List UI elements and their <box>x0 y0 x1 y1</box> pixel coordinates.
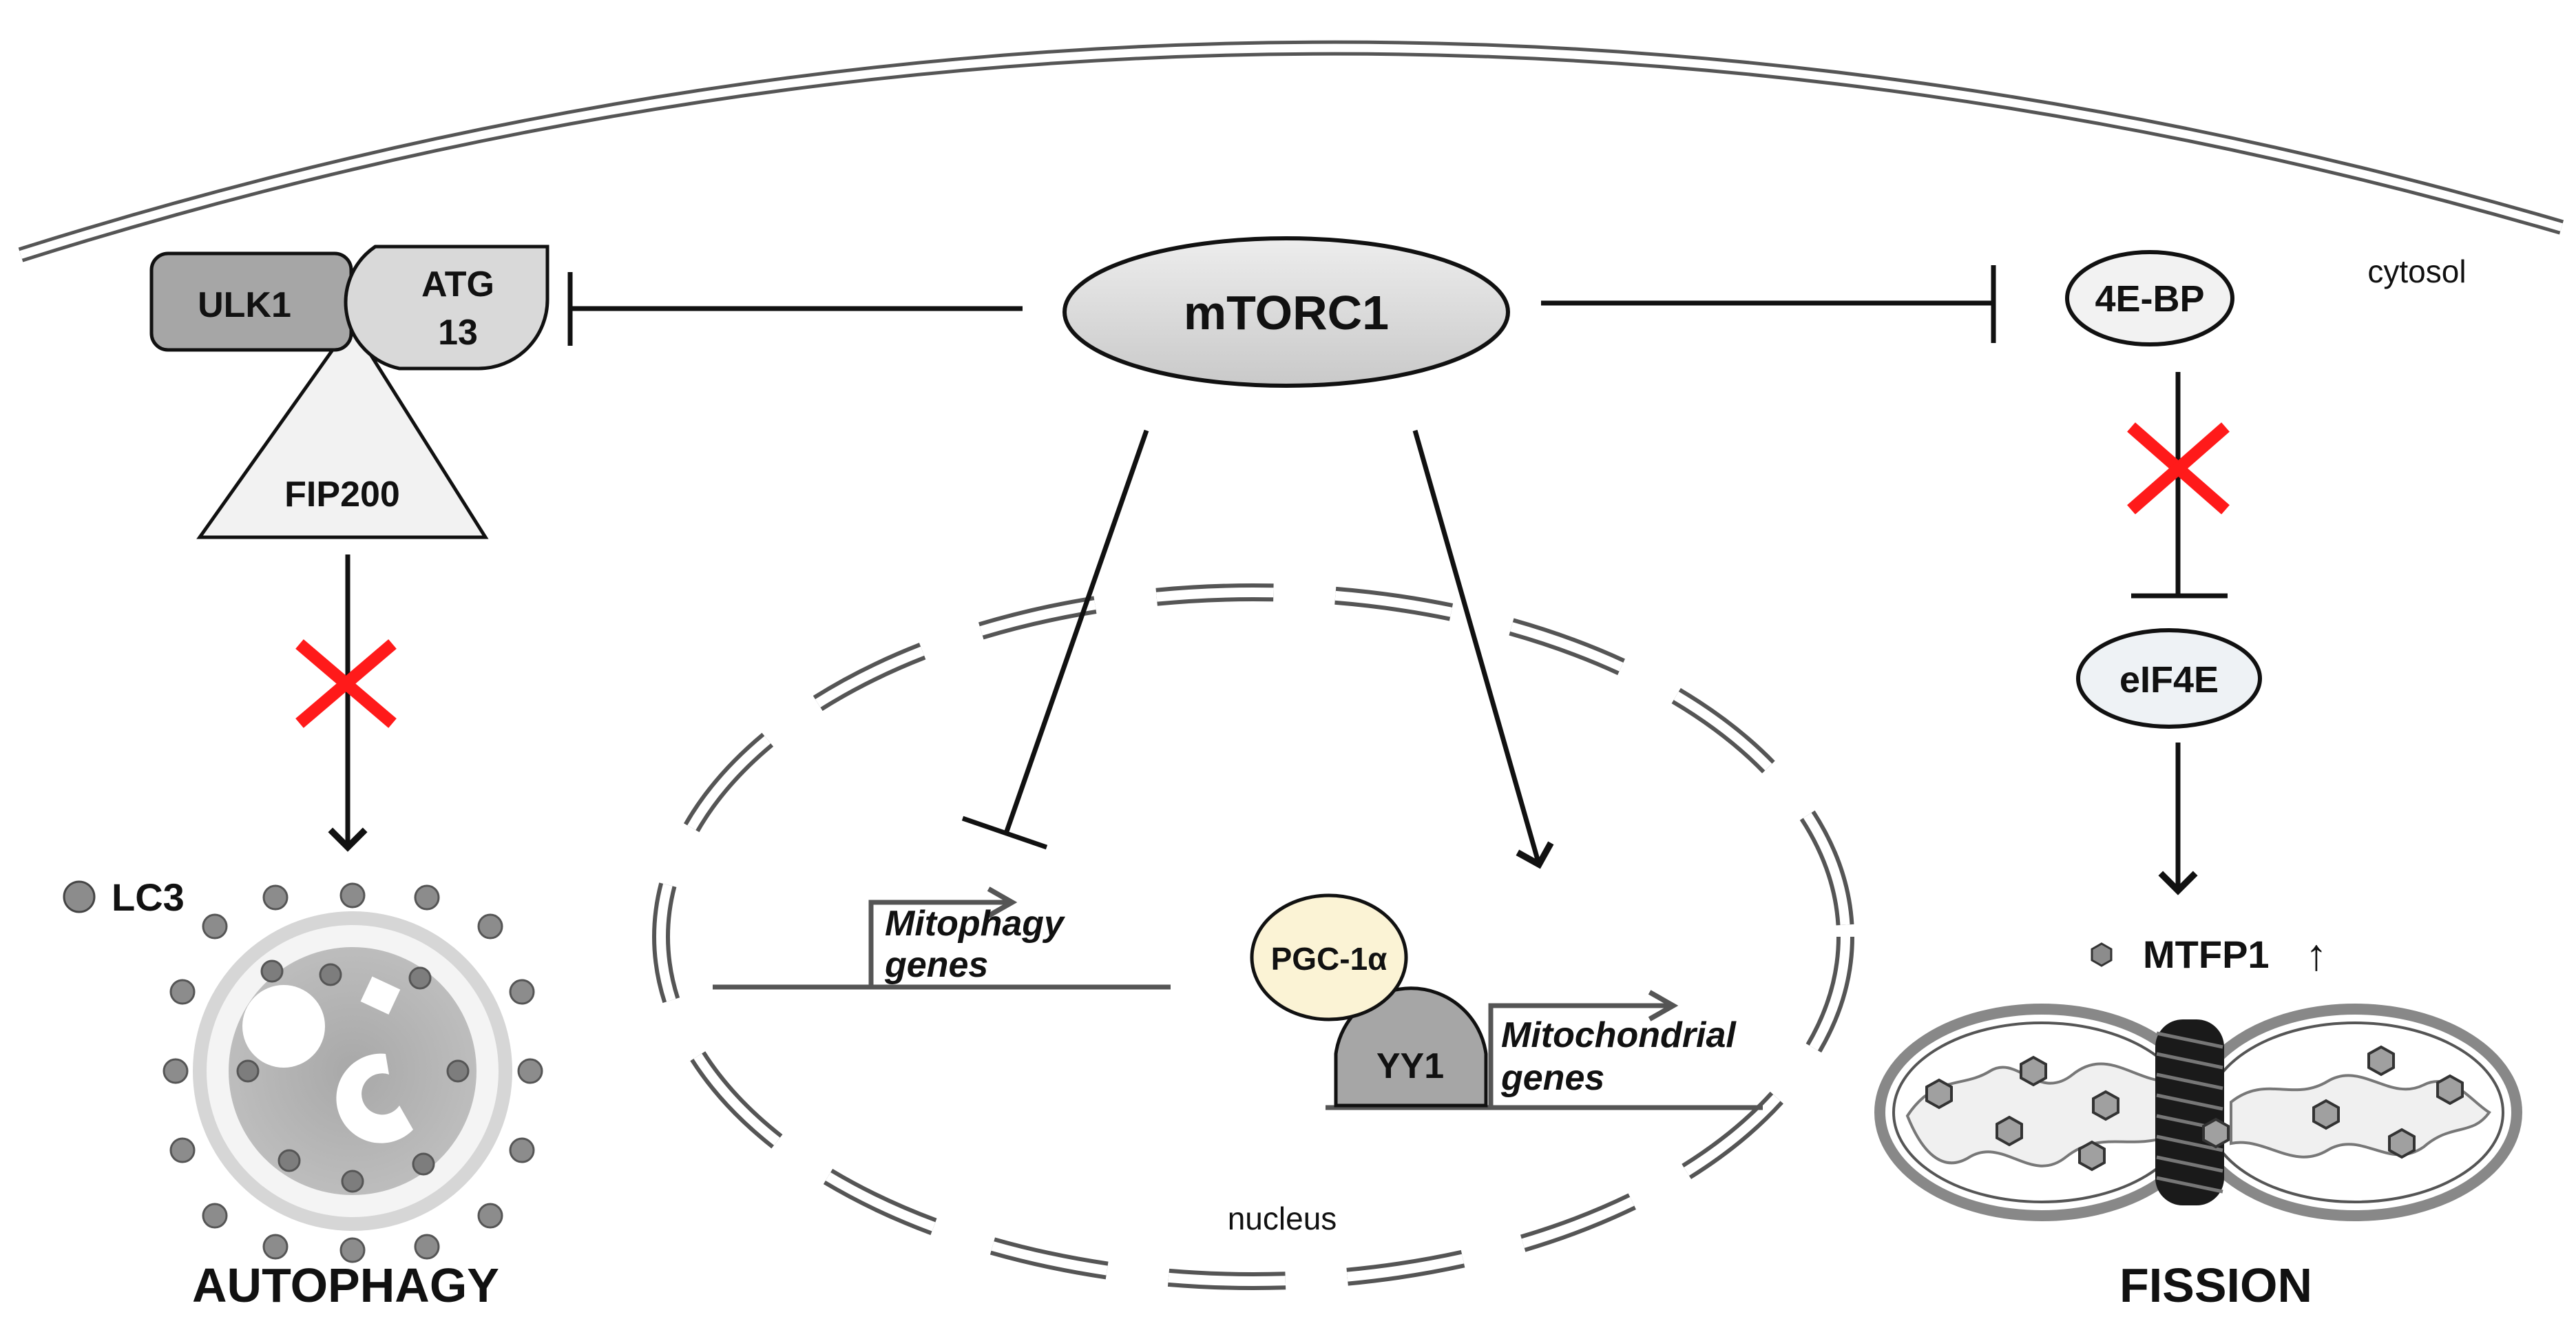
autophagy-label: AUTOPHAGY <box>192 1258 499 1312</box>
eif4e-node <box>2076 628 2262 729</box>
dividing-mitochondrion <box>1874 1004 2522 1221</box>
nucleus-label: nucleus <box>1228 1201 1337 1236</box>
inhibition-mtorc1-ulk1 <box>567 272 1023 346</box>
autophagosome <box>163 882 543 1263</box>
mitochondrial-label-line2: genes <box>1500 1058 1604 1098</box>
mtfp1-legend: MTFP1 ↑ <box>2091 930 2327 979</box>
lc3-label: LC3 <box>112 875 185 919</box>
mitophagy-label-line2: genes <box>884 945 988 985</box>
block-x-autophagy <box>295 639 397 728</box>
ulk1-label: ULK1 <box>198 285 291 325</box>
ulk1-complex: ULK1 ATG 13 FIP200 <box>149 245 549 539</box>
block-x-eif4e <box>2127 422 2230 515</box>
atg13-label-line1: ATG <box>421 264 494 304</box>
fip200-label: FIP200 <box>284 475 400 515</box>
lc3-dot-icon <box>63 880 96 913</box>
cytosol-label: cytosol <box>2367 253 2466 289</box>
inhibition-mtorc1-mitophagy <box>961 429 1149 850</box>
cell-membrane <box>18 40 2564 262</box>
fip200-node <box>196 320 489 539</box>
atg13-label-line2: 13 <box>438 313 478 353</box>
yy1-label: YY1 <box>1376 1046 1444 1086</box>
mitophagy-gene: Mitophagy genes <box>713 886 1171 990</box>
eif4e-label: eIF4E <box>2119 659 2219 701</box>
mtfp1-hexagon-icon <box>2091 942 2113 967</box>
mitochondrial-label-line1: Mitochondrial <box>1501 1015 1737 1055</box>
arrow-mtorc1-mitochondrial <box>1412 430 1554 869</box>
mtorc1-label: mTORC1 <box>1184 286 1389 340</box>
atg13-node <box>344 245 549 371</box>
inhibition-4ebp-eif4e <box>2131 372 2228 599</box>
lc3-legend: LC3 <box>63 875 185 919</box>
mitochondrial-gene: PGC-1α YY1 Mitochondrial genes <box>1250 893 1763 1110</box>
4ebp-node <box>2065 250 2234 346</box>
mtorc1-node <box>1062 236 1510 388</box>
pgc1a-node <box>1250 893 1408 1021</box>
yy1-node <box>1334 986 1488 1108</box>
mtfp1-label: MTFP1 <box>2143 933 2270 976</box>
pgc1a-label: PGC-1α <box>1271 941 1388 977</box>
fission-label: FISSION <box>2119 1258 2312 1312</box>
mtfp1-up-arrow-icon: ↑ <box>2305 930 2327 979</box>
4ebp-label: 4E-BP <box>2095 278 2204 320</box>
mitophagy-label-line1: Mitophagy <box>885 904 1066 944</box>
inhibition-mtorc1-4ebp <box>1541 265 1996 343</box>
constriction-ring <box>2155 1019 2224 1205</box>
nuclear-envelope <box>652 583 1854 1290</box>
